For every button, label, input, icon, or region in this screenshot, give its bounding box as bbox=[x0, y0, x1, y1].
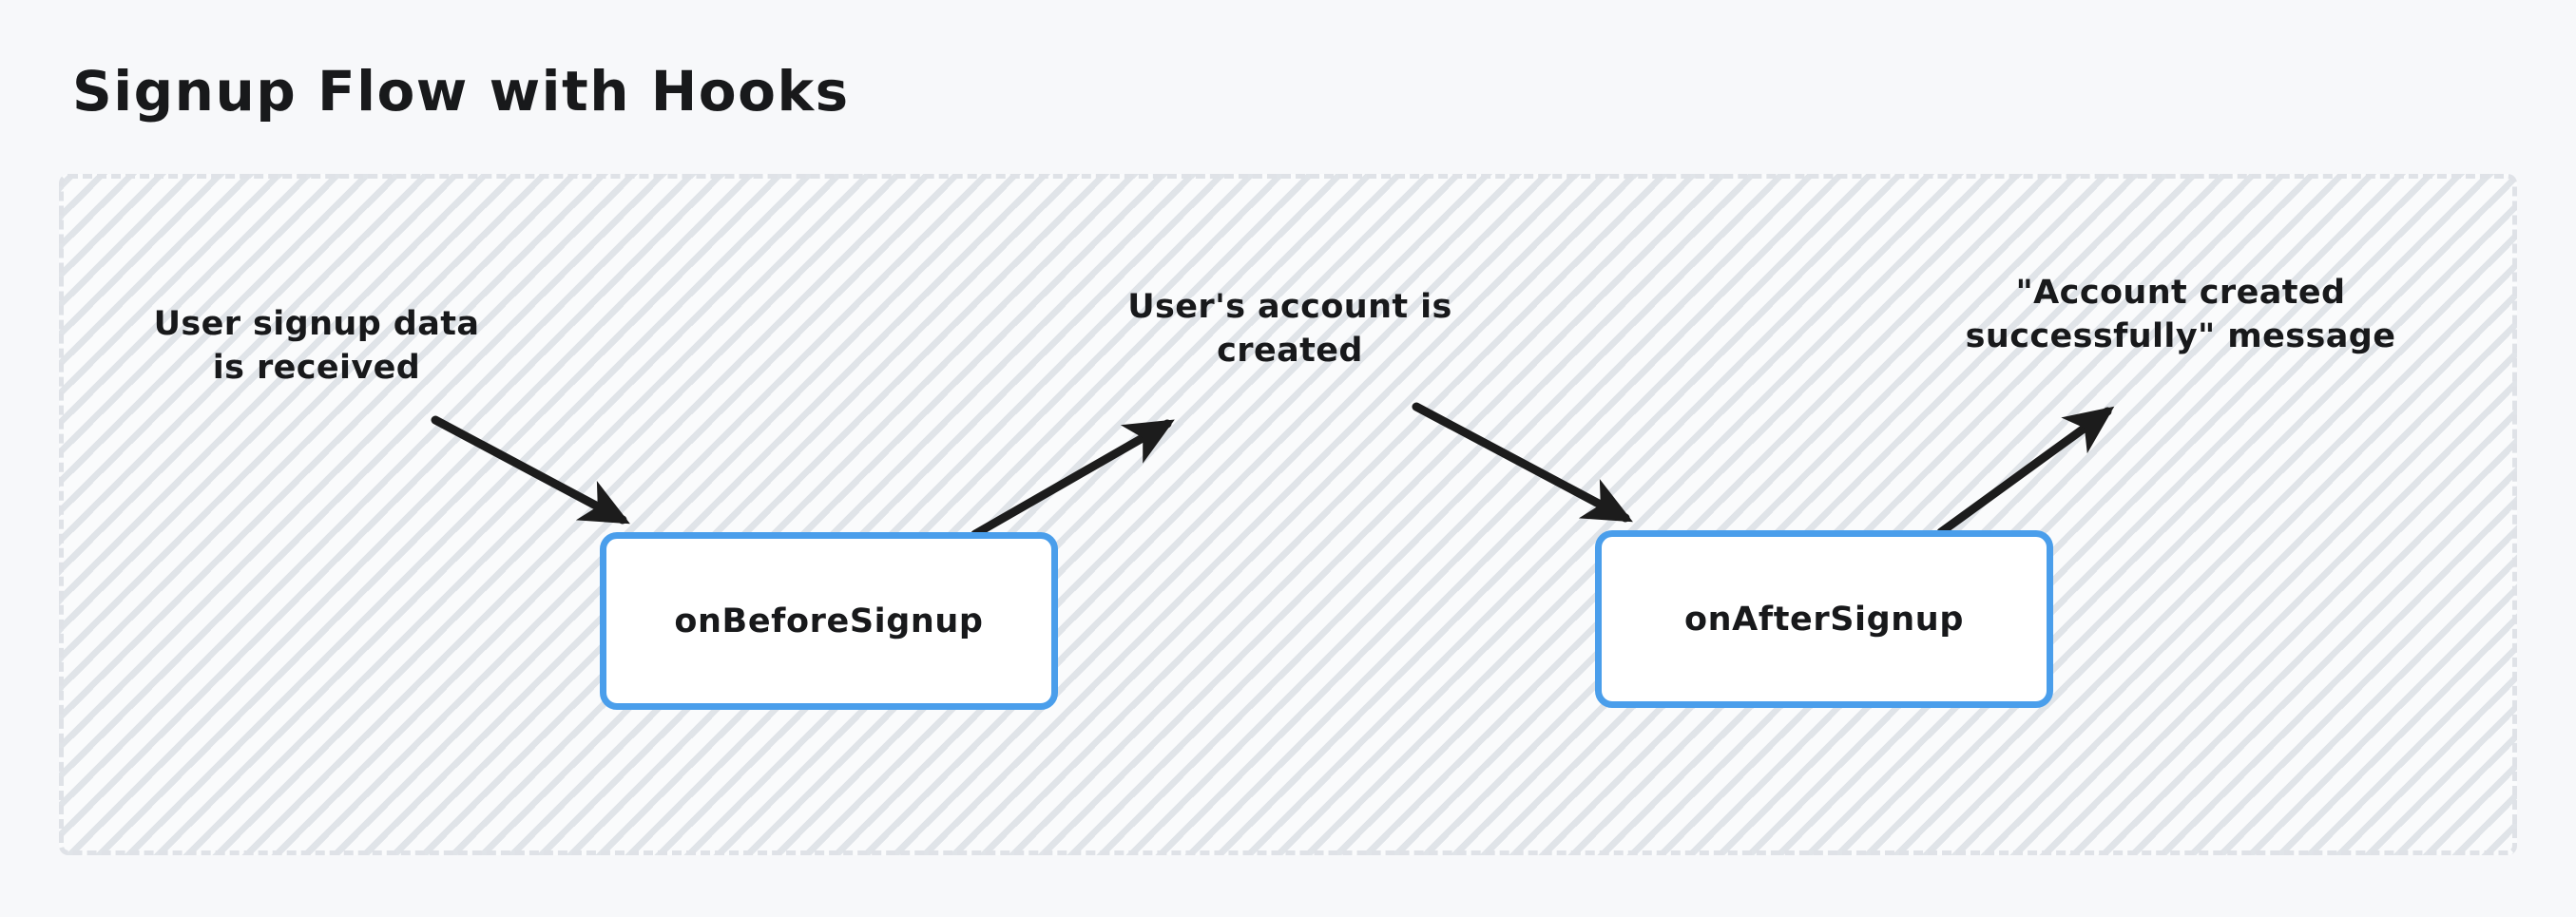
label-success-message: "Account created successfully" message bbox=[1965, 274, 2396, 356]
label-signup-data: User signup data is received bbox=[153, 305, 480, 388]
node-on-after-signup[interactable]: onAfterSignup bbox=[1595, 530, 2053, 708]
node-on-before-signup-label: onBeforeSignup bbox=[674, 602, 984, 640]
page-title: Signup Flow with Hooks bbox=[72, 59, 850, 124]
node-on-before-signup[interactable]: onBeforeSignup bbox=[600, 532, 1058, 710]
label-account-created: User's account is created bbox=[1127, 288, 1452, 371]
node-on-after-signup-label: onAfterSignup bbox=[1684, 600, 1964, 639]
